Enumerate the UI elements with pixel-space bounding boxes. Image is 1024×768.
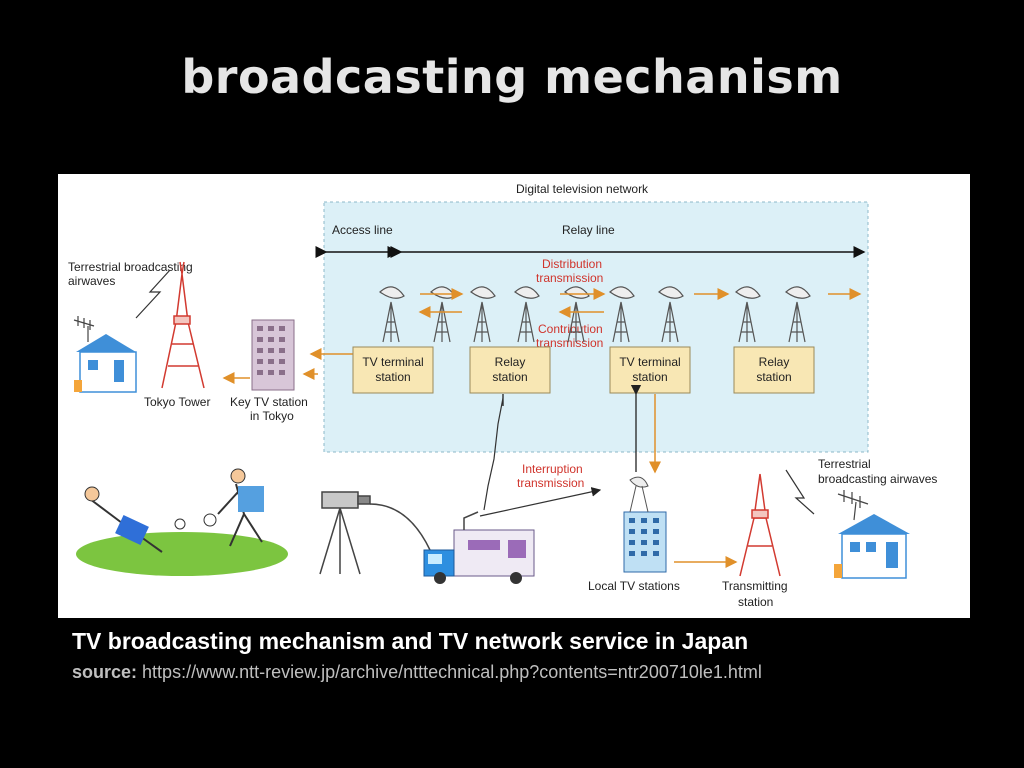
antenna-icon bbox=[735, 286, 761, 343]
relay-label-1: Relay bbox=[759, 355, 790, 369]
airwaves-zigzag-right bbox=[785, 469, 815, 515]
antenna-icon bbox=[470, 286, 496, 343]
tv-terminal-label-1: TV terminal bbox=[362, 355, 423, 369]
slide-title: broadcasting mechanism bbox=[181, 50, 843, 104]
interruption-label-2: transmission bbox=[517, 476, 584, 490]
house-left-icon bbox=[73, 316, 137, 393]
source-label: source: bbox=[72, 662, 138, 682]
relay-station-right: Relay station bbox=[733, 346, 815, 394]
contribution-label-2: transmission bbox=[536, 336, 603, 350]
antenna-icon bbox=[514, 286, 540, 343]
relay-line-label: Relay line bbox=[562, 223, 615, 237]
house-right-icon bbox=[834, 490, 910, 579]
broadcast-diagram-svg: Digital television network Access line R… bbox=[68, 182, 937, 609]
key-station-label-2: in Tokyo bbox=[250, 409, 294, 423]
relay-label-2: station bbox=[492, 370, 527, 384]
interruption-zigzag bbox=[483, 397, 504, 511]
antenna-towers bbox=[379, 286, 811, 343]
relay-label-2: station bbox=[756, 370, 791, 384]
antenna-icon bbox=[658, 286, 684, 343]
network-label: Digital television network bbox=[516, 182, 649, 196]
airwaves-zigzag-left bbox=[135, 269, 171, 319]
access-line-label: Access line bbox=[332, 223, 393, 237]
tv-terminal-label-2: station bbox=[375, 370, 410, 384]
antenna-icon bbox=[379, 286, 405, 343]
antenna-icon bbox=[785, 286, 811, 343]
digital-network-zone bbox=[323, 201, 869, 453]
tv-terminal-label-1: TV terminal bbox=[619, 355, 680, 369]
terrestrial-right-label-2: broadcasting airwaves bbox=[818, 472, 937, 486]
local-tv-station-icon bbox=[623, 476, 667, 573]
distribution-label-2: transmission bbox=[536, 271, 603, 285]
antenna-icon bbox=[609, 286, 635, 343]
tv-terminal-station-left: TV terminal station bbox=[352, 346, 434, 394]
source-line: source: https://www.ntt-review.jp/archiv… bbox=[72, 662, 762, 683]
tokyo-tower-icon bbox=[161, 261, 205, 389]
broadcast-van-icon bbox=[423, 511, 535, 584]
relay-label-1: Relay bbox=[495, 355, 526, 369]
transmitting-label-1: Transmitting bbox=[722, 579, 788, 593]
transmitting-tower-icon bbox=[739, 473, 781, 577]
uplink-arrow bbox=[479, 487, 602, 517]
tokyo-tower-label: Tokyo Tower bbox=[144, 395, 210, 409]
terrestrial-left-label-1: Terrestrial broadcasting bbox=[68, 260, 193, 274]
broadcast-diagram: Digital television network Access line R… bbox=[58, 174, 970, 618]
local-stations-label: Local TV stations bbox=[588, 579, 680, 593]
source-url[interactable]: https://www.ntt-review.jp/archive/ntttec… bbox=[142, 662, 762, 682]
sports-scene-icon bbox=[76, 468, 288, 576]
tv-terminal-station-right: TV terminal station bbox=[609, 346, 691, 394]
tv-terminal-label-2: station bbox=[632, 370, 667, 384]
antenna-icon bbox=[564, 286, 590, 343]
transmission-arrows bbox=[222, 288, 862, 474]
interruption-label-1: Interruption bbox=[522, 462, 583, 476]
relay-station-left: Relay station bbox=[469, 346, 551, 394]
terrestrial-left-label-2: airwaves bbox=[68, 274, 115, 288]
key-tv-station-icon bbox=[251, 319, 295, 391]
tv-camera-icon bbox=[319, 491, 431, 575]
figure-caption: TV broadcasting mechanism and TV network… bbox=[72, 628, 749, 654]
key-station-label-1: Key TV station bbox=[230, 395, 308, 409]
terrestrial-right-label-1: Terrestrial bbox=[818, 457, 871, 471]
distribution-label-1: Distribution bbox=[542, 257, 602, 271]
transmitting-label-2: station bbox=[738, 595, 773, 609]
